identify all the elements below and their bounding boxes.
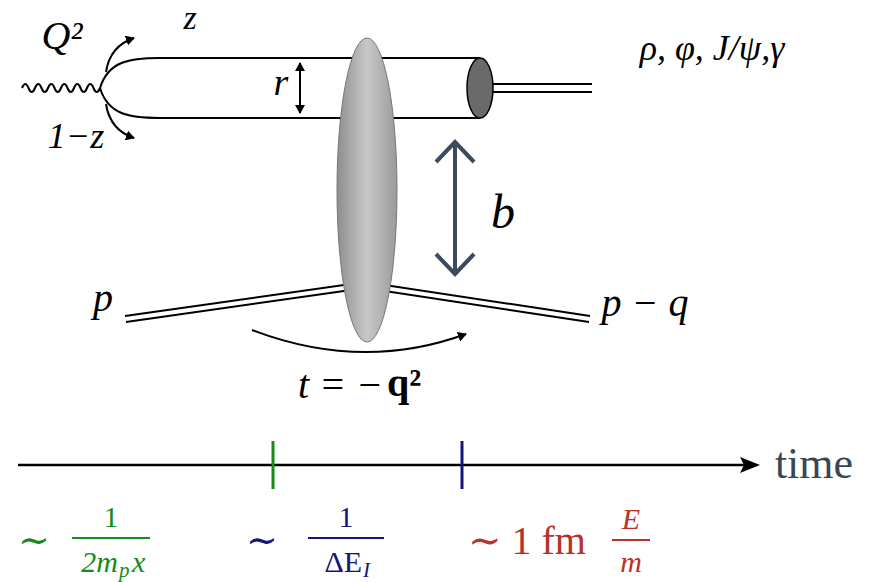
tube-cap [467,58,493,118]
math-label: p − q [602,283,689,323]
math-label: Q² [42,16,83,56]
meson-line [490,83,592,85]
math-label: m [620,547,642,577]
math-label: t = − [298,365,383,405]
math-label: E [622,504,640,534]
math-label: p [119,560,130,581]
b-arrow-head [436,254,474,274]
math-label: I [363,560,370,581]
math-label: 1−z [48,118,104,154]
math-label: ∼ 1 fm [468,521,586,561]
math-label: b [491,188,515,236]
math-label: x [132,547,145,577]
photon-line [22,84,100,92]
fraction-bar [72,537,150,539]
math-label: p [93,278,113,318]
time-axis-head [740,457,760,473]
meson-line [490,91,592,93]
r-arrow [299,63,301,113]
math-label: ΔE [324,547,362,577]
math-label: time [775,442,853,486]
b-arrow-head [436,142,474,162]
math-label: 1 [339,502,354,532]
math-label: ρ, φ, J/ψ,γ [640,30,785,66]
math-label: ∼ [18,521,50,559]
math-label: z [183,1,196,35]
math-label: 2m [81,547,118,577]
math-label: ∼ [246,521,278,559]
tick-blue [461,441,464,489]
quark-line [100,58,480,88]
one-minus-z-arrow [106,104,134,138]
target-ellipse [337,38,397,342]
fraction-bar [612,539,650,541]
math-label: r [274,63,289,101]
fraction-bar [308,537,384,539]
b-arrow [453,142,457,274]
math-label: q² [387,363,421,403]
z-arrow [106,38,134,72]
math-label: 1 [104,502,119,532]
antiquark-line [100,88,480,118]
time-axis [18,464,748,467]
tick-green [272,441,275,489]
